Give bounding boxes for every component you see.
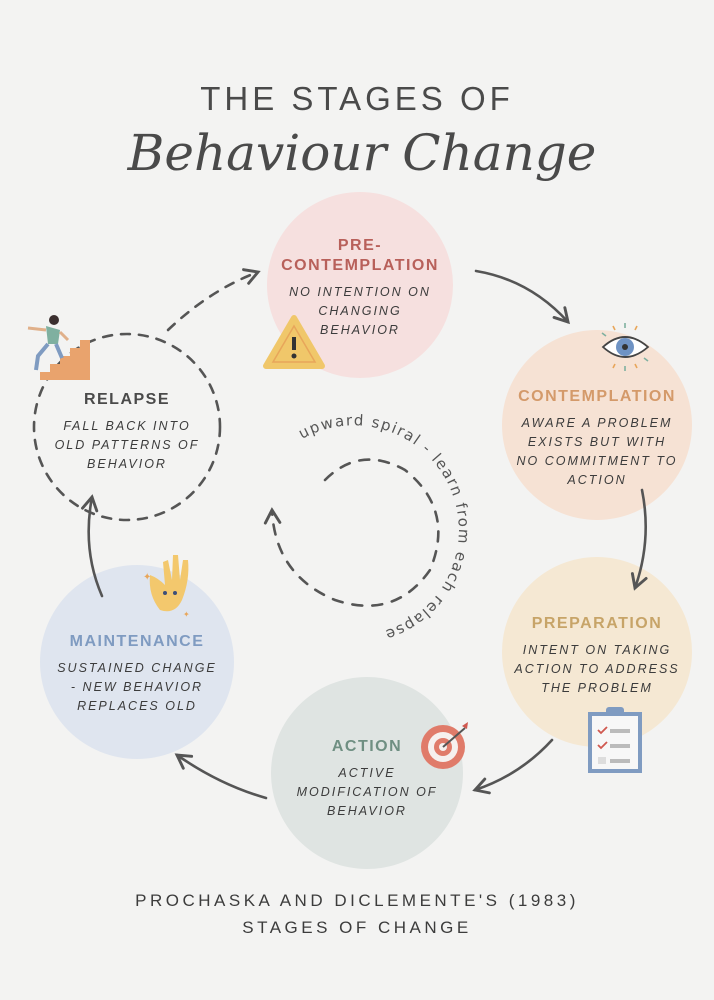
stage-description: BEHAVIOR [320, 323, 400, 337]
spiral-dashed-arrow [263, 458, 440, 608]
arrow-to-contemplation [474, 269, 570, 325]
circle-preparation [502, 557, 692, 747]
stage-description: REPLACES OLD [77, 699, 197, 713]
climbing-stairs-icon [27, 315, 90, 380]
stage-description: FALL BACK INTO [63, 419, 190, 433]
stage-title: ACTION [332, 738, 402, 755]
footer-line-2: STAGES OF CHANGE [242, 918, 472, 937]
stage-description: NO INTENTION ON [289, 285, 431, 299]
svg-text:✦: ✦ [143, 572, 151, 583]
stage-description: ACTION TO ADDRESS [513, 662, 679, 676]
eye-icon [601, 323, 650, 371]
stage-relapse: RELAPSE FALL BACK INTO OLD PATTERNS OF BEHA… [55, 391, 200, 471]
spiral-text: upward spiral - learn from each relapse [295, 411, 473, 644]
stage-contemplation: CONTEMPLATION AWARE A PROBLEM EXISTS BUT W… [517, 388, 678, 487]
circle-maintenance [40, 565, 234, 759]
stage-description: THE PROBLEM [541, 681, 653, 695]
stage-title: PREPARATION [532, 615, 663, 632]
footer-line-1: PROCHASKA AND DICLEMENTE'S (1983) [135, 891, 579, 910]
title-line-2: Behaviour Change [127, 124, 597, 182]
stage-title: MAINTENANCE [70, 633, 205, 650]
clipboard-icon [588, 707, 642, 773]
stage-description: NO COMMITMENT TO [517, 454, 678, 468]
warning-icon [263, 315, 325, 369]
stage-description: SUSTAINED CHANGE [57, 661, 217, 675]
stage-description: EXISTS BUT WITH [528, 435, 666, 449]
arrow-to-relapse [81, 494, 104, 598]
stage-pre-contemplation: PRE- CONTEMPLATION NO INTENTION ON CHANGING… [281, 237, 439, 337]
stage-description: AWARE A PROBLEM [521, 416, 673, 430]
circle-contemplation [502, 330, 692, 520]
stage-description: OLD PATTERNS OF [55, 438, 200, 452]
stage-description: - NEW BEHAVIOR [71, 680, 203, 694]
circle-pre-contemplation [267, 192, 453, 378]
stage-description: MODIFICATION OF [297, 785, 438, 799]
arrow-to-preparation [630, 488, 648, 591]
circle-action [271, 677, 463, 869]
spiral-text-path: upward spiral - learn from each relapse [295, 411, 471, 644]
stage-maintenance: MAINTENANCE SUSTAINED CHANGE - NEW BEHAVIO… [57, 633, 217, 713]
stage-action: ACTION ACTIVE MODIFICATION OF BEHAVIOR [297, 738, 438, 818]
stage-description: ACTIVE [337, 766, 395, 780]
stage-description: BEHAVIOR [87, 457, 167, 471]
stage-title: CONTEMPLATION [518, 388, 676, 405]
target-icon [421, 722, 468, 769]
stage-description: ACTION [566, 473, 626, 487]
stage-title: RELAPSE [84, 391, 170, 408]
circle-relapse-dashed [32, 332, 222, 522]
svg-text:✦: ✦ [183, 610, 190, 619]
arrow-to-maintenance [174, 753, 268, 800]
stage-description: BEHAVIOR [327, 804, 407, 818]
stage-preparation: PREPARATION INTENT ON TAKING ACTION TO ADD… [513, 615, 679, 695]
title-line-1: THE STAGES OF [200, 80, 514, 117]
ok-hand-icon: ✦✦ [143, 555, 190, 619]
arrow-relapse-to-pre-contemplation [166, 268, 261, 332]
stage-title: PRE- [338, 237, 382, 254]
arrow-to-action [472, 738, 554, 795]
stage-description: CHANGING [318, 304, 401, 318]
stage-description: INTENT ON TAKING [523, 643, 671, 657]
stage-title: CONTEMPLATION [281, 257, 439, 274]
